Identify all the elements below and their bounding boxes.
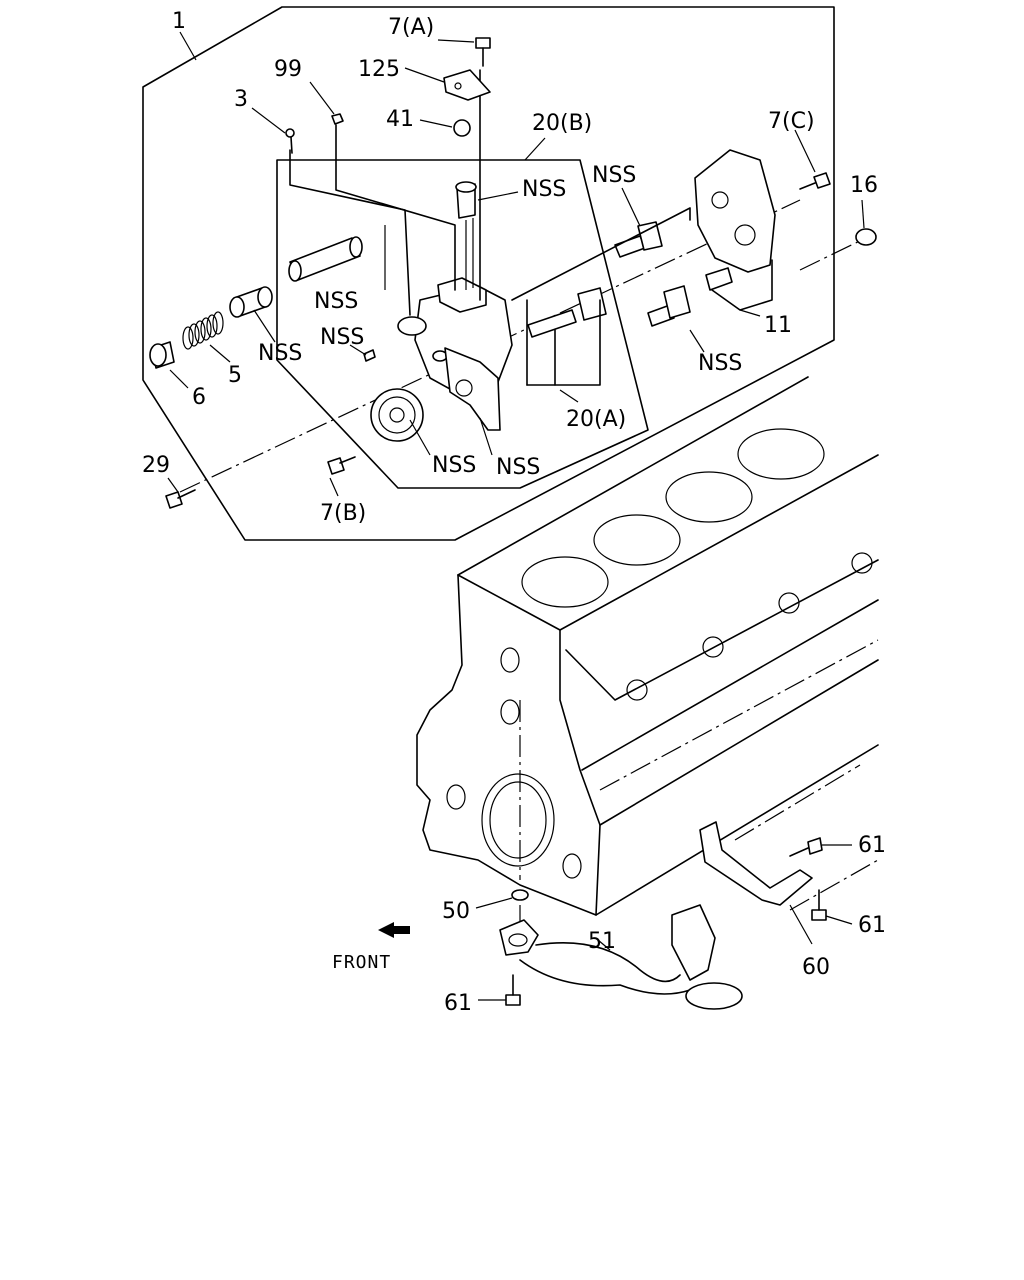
callout-label-nss-left-tube: NSS [314, 289, 358, 314]
callout-label-nss-body: NSS [496, 455, 540, 480]
front-arrow-icon [378, 922, 410, 938]
pin-part-nss [363, 349, 376, 362]
bolt-part-7c [799, 172, 831, 190]
bolt-part-7b [327, 456, 356, 475]
callout-label-nss-top-right: NSS [592, 163, 636, 188]
gasket-part-50 [511, 889, 529, 901]
assembly-1-outline [142, 6, 835, 541]
bolt-part-61-right [811, 889, 827, 921]
callout-label-nss-gear: NSS [432, 453, 476, 478]
bolt-part-61-left [505, 974, 521, 1006]
callout-label-1: 1 [172, 9, 186, 34]
callout-label-5: 5 [228, 363, 242, 388]
bracket-part-60 [699, 821, 813, 906]
relief-tube-part [455, 181, 477, 290]
bolt-part-7a [475, 37, 491, 67]
callout-label-3: 3 [234, 87, 248, 112]
plug-part-16 [855, 228, 877, 246]
callout-label-nss-pin: NSS [320, 325, 364, 350]
callout-label-11: 11 [764, 313, 792, 338]
callout-label-99: 99 [274, 57, 302, 82]
callout-label-20b: 20(B) [532, 111, 592, 136]
callout-label-7b: 7(B) [320, 501, 366, 526]
connector-lines [511, 207, 691, 386]
cotter-pin-part-3 [285, 128, 295, 154]
bolt-part-29 [165, 489, 196, 509]
plunger-tube [288, 236, 363, 282]
callout-label-51: 51 [588, 929, 616, 954]
callout-label-61-right: 61 [858, 913, 886, 938]
rear-housing-part-11 [694, 149, 776, 311]
drive-gear [370, 388, 424, 442]
callout-label-nss-right-gear: NSS [698, 351, 742, 376]
callout-label-125: 125 [358, 57, 400, 82]
callout-label-41: 41 [386, 107, 414, 132]
callout-labels: 1 7(A) 125 99 3 41 20(B) 7(C) 16 NSS NSS… [142, 9, 886, 1016]
engine-block [416, 376, 879, 916]
shaft-mid [527, 287, 607, 338]
shaft-upper [614, 221, 663, 258]
leader-lines [167, 31, 865, 1001]
callout-label-6: 6 [192, 385, 206, 410]
ball-part-41 [453, 119, 471, 137]
front-direction-label: FRONT [332, 952, 391, 973]
cylinder-part [229, 286, 273, 318]
shaft-right [647, 285, 691, 327]
bolt-part-61-upper [789, 837, 823, 857]
callout-label-29: 29 [142, 453, 170, 478]
callout-label-61-left: 61 [444, 991, 472, 1016]
callout-label-50: 50 [442, 899, 470, 924]
center-lines [179, 199, 879, 940]
nut-part-99 [331, 113, 344, 125]
callout-label-16: 16 [850, 173, 878, 198]
rod-guides [289, 69, 481, 316]
callout-label-7a: 7(A) [388, 15, 434, 40]
callout-label-nss-left-cyl: NSS [258, 341, 302, 366]
cap-part-6 [149, 341, 175, 369]
spring-part-5 [182, 311, 224, 350]
assembly-20b-outline [276, 159, 649, 489]
callout-label-60: 60 [802, 955, 830, 980]
callout-label-7c: 7(C) [768, 109, 815, 134]
callout-label-61-upper: 61 [858, 833, 886, 858]
callout-label-nss-top-mid: NSS [522, 177, 566, 202]
plate-part-125 [443, 69, 491, 101]
cover-plate [444, 347, 501, 431]
callout-label-20a: 20(A) [566, 407, 626, 432]
oil-pipe-part-51 [499, 904, 743, 1010]
